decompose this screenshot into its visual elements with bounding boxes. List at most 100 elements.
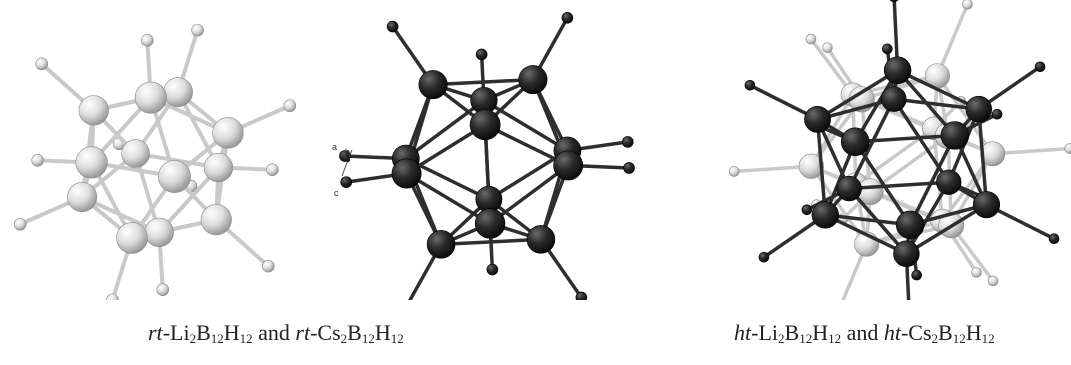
- boron-atom: [134, 81, 167, 114]
- hydrogen-atom: [822, 42, 833, 53]
- axis-label-b: b: [345, 147, 350, 157]
- b-b-bond: [488, 163, 570, 226]
- b-b-bond: [439, 237, 543, 247]
- boron-atom: [158, 160, 191, 193]
- hydrogen-atom: [971, 267, 982, 278]
- hydrogen-atom: [140, 34, 154, 47]
- axis-label-a: a: [332, 142, 337, 152]
- boron-atom: [965, 95, 992, 123]
- boron-atom: [116, 222, 148, 254]
- hydrogen-atom: [475, 48, 488, 61]
- hydrogen-atom: [1064, 143, 1071, 154]
- b-b-bond: [892, 97, 981, 111]
- boron-atom: [78, 95, 109, 126]
- b-b-bond: [976, 107, 989, 207]
- b-b-bond: [482, 98, 570, 153]
- hydrogen-atom: [728, 166, 740, 177]
- hydrogen-atom: [744, 79, 756, 91]
- boron-atom: [940, 121, 970, 150]
- boron-atom: [469, 109, 501, 141]
- hydrogen-atom: [621, 136, 634, 148]
- boron-atom: [474, 208, 506, 239]
- boron-atom: [200, 204, 232, 236]
- boron-atom: [883, 56, 912, 84]
- boron-atom: [426, 230, 456, 259]
- hydrogen-atom: [991, 108, 1003, 120]
- axis-orientation-indicator: a b c: [332, 142, 353, 198]
- hydrogen-atom: [889, 0, 899, 3]
- boron-atom: [798, 153, 824, 179]
- hydrogen-atom: [156, 283, 170, 296]
- boron-atom: [526, 225, 556, 254]
- boron-atom: [836, 175, 862, 202]
- b-b-bond: [908, 133, 957, 227]
- boron-atom: [811, 201, 839, 229]
- boron-atom: [893, 240, 920, 267]
- b-b-bond: [892, 97, 951, 184]
- boron-atom: [144, 217, 174, 248]
- hydrogen-atom: [283, 99, 297, 113]
- hydrogen-atom: [13, 217, 27, 231]
- hydrogen-atom: [340, 176, 353, 188]
- b-b-bond: [404, 171, 492, 226]
- boron-atom: [203, 152, 234, 183]
- hydrogen-atom: [35, 57, 49, 71]
- hydrogen-atom: [191, 23, 204, 37]
- boron-atom: [895, 210, 925, 240]
- hydrogen-atom: [1034, 61, 1046, 73]
- hydrogen-atom: [486, 263, 499, 276]
- b-b-bond: [904, 202, 989, 256]
- boron-atom: [972, 191, 1001, 219]
- b-b-bond: [815, 117, 828, 217]
- boron-atom: [418, 70, 448, 100]
- hydrogen-atom: [758, 251, 770, 263]
- b-b-bond: [904, 180, 951, 256]
- boron-atom: [553, 150, 584, 181]
- b-b-bond: [815, 68, 900, 122]
- boron-atom: [67, 182, 98, 213]
- boron-atom: [163, 77, 193, 107]
- hydrogen-atom: [882, 43, 893, 55]
- b-b-bond: [404, 98, 486, 161]
- b-b-bond: [823, 213, 909, 256]
- caption-room-temperature: rt-Li2B12H12 and rt-Cs2B12H12: [148, 320, 404, 346]
- b-b-bond: [935, 74, 995, 156]
- hydrogen-atom: [911, 269, 922, 281]
- hydrogen-atom: [623, 162, 635, 174]
- b-h-bond: [990, 146, 1071, 156]
- hydrogen-atom: [575, 291, 588, 300]
- b-h-bond: [841, 242, 869, 300]
- hydrogen-atom: [386, 20, 399, 33]
- b-b-bond: [847, 97, 896, 191]
- hydrogen-atom: [561, 12, 574, 24]
- hydrogen-atom: [1048, 233, 1060, 245]
- caption-high-temperature: ht-Li2B12H12 and ht-Cs2B12H12: [734, 320, 995, 346]
- boron-atom: [391, 158, 422, 189]
- boron-atom: [936, 169, 962, 195]
- hydrogen-atom: [987, 275, 999, 287]
- hydrogen-atom: [106, 293, 119, 300]
- b-b-bond: [847, 180, 951, 191]
- boron-atom: [804, 106, 831, 133]
- hydrogen-atom: [266, 163, 279, 176]
- hydrogen-atom: [31, 154, 44, 167]
- b-h-bond: [935, 2, 970, 78]
- axis-label-c: c: [334, 188, 339, 198]
- boron-atom: [840, 127, 870, 157]
- b-b-bond: [431, 77, 535, 87]
- hydrogen-atom: [805, 33, 817, 45]
- boron-atom: [881, 86, 907, 112]
- overlaid-icosahedra-cluster: [728, 0, 1071, 300]
- b-b-bond: [895, 68, 981, 111]
- hydrogen-atom: [261, 259, 275, 273]
- hydrogen-atom: [801, 204, 813, 216]
- b-b-bond: [487, 148, 570, 202]
- molecular-structures-figure: a b c: [13, 0, 1071, 300]
- b-b-bond: [823, 213, 912, 227]
- boron-atom: [75, 146, 108, 179]
- boron-atom: [121, 139, 150, 168]
- boron-atom: [212, 117, 244, 149]
- b-b-bond: [404, 156, 491, 202]
- b-h-bond: [732, 164, 814, 174]
- light-icosahedron-cluster: [13, 23, 297, 300]
